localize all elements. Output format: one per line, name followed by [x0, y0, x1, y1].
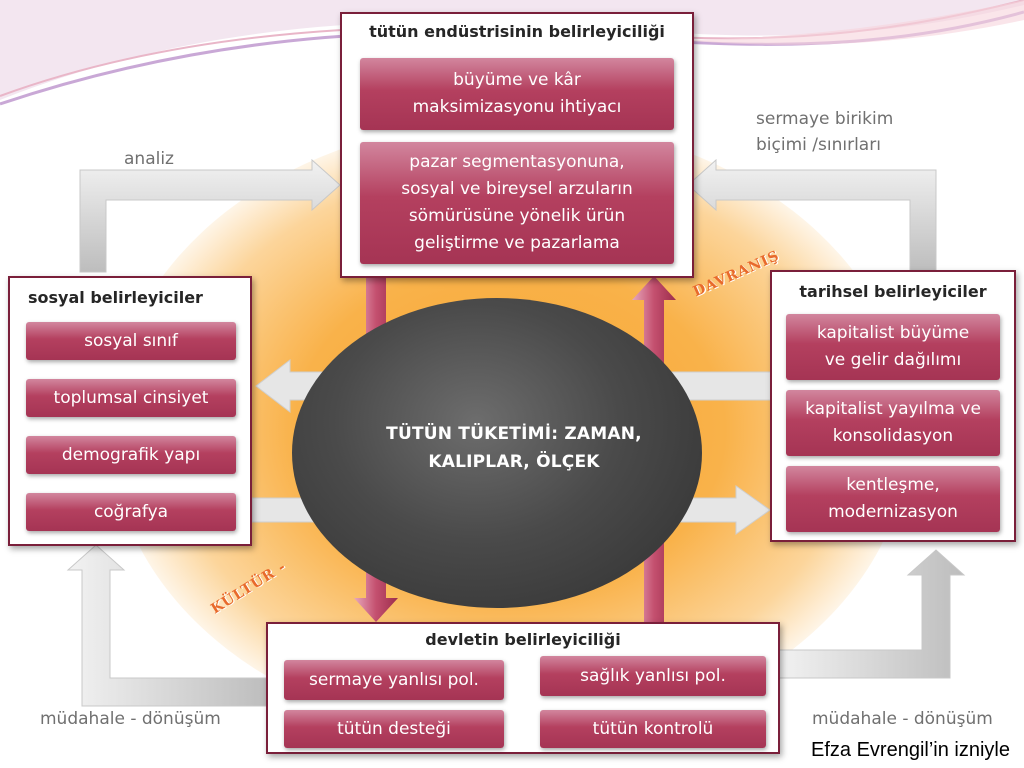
industry-item-line: sömürüsüne yönelik ürün	[408, 206, 626, 226]
center-title-line-2: KALIPLAR, ÖLÇEK	[428, 452, 600, 472]
state-item-pro-health: sağlık yanlısı pol.	[540, 656, 766, 696]
historical-item-line: kentleşme,	[846, 475, 940, 495]
label-sermaye: sermaye birikim biçimi /sınırları	[756, 106, 893, 158]
historical-panel: tarihsel belirleyiciler kapitalist büyüm…	[770, 270, 1016, 542]
industry-panel-title: tütün endüstrisinin belirleyiciliği	[369, 22, 665, 41]
state-panel-title: devletin belirleyiciliği	[425, 630, 621, 649]
industry-item-line: maksimizasyonu ihtiyacı	[412, 97, 622, 117]
mudahale-right-arrow	[777, 549, 966, 679]
historical-item-line: ve gelir dağılımı	[824, 350, 962, 370]
social-panel-title: sosyal belirleyiciler	[28, 288, 203, 307]
label-mudahale-left: müdahale - dönüşüm	[40, 709, 221, 729]
label-mudahale-right: müdahale - dönüşüm	[812, 709, 993, 729]
historical-item-urbanization: kentleşme, modernizasyon	[786, 466, 1000, 532]
label-sermaye-line-2: biçimi /sınırları	[756, 135, 881, 155]
social-panel: sosyal belirleyiciler sosyal sınıf toplu…	[8, 276, 252, 546]
historical-item-expansion: kapitalist yayılma ve konsolidasyon	[786, 390, 1000, 456]
historical-item-line: kapitalist yayılma ve	[805, 399, 981, 419]
industry-item-line: pazar segmentasyonuna,	[409, 152, 625, 172]
label-analiz: analiz	[124, 149, 174, 169]
historical-item-line: kapitalist büyüme	[816, 323, 970, 343]
state-item-tobacco-support: tütün desteği	[284, 710, 504, 748]
social-item-demography: demografik yapı	[26, 436, 236, 474]
industry-item-line: büyüme ve kâr	[453, 70, 581, 90]
historical-item-line: konsolidasyon	[832, 426, 954, 446]
center-title: TÜTÜN TÜKETİMİ: ZAMAN, KALIPLAR, ÖLÇEK	[372, 420, 656, 476]
industry-item-marketing: pazar segmentasyonuna, sosyal ve bireyse…	[360, 142, 674, 264]
mudahale-left-arrow	[66, 544, 269, 707]
social-item-geography: coğrafya	[26, 493, 236, 531]
historical-panel-title: tarihsel belirleyiciler	[799, 282, 987, 301]
industry-item-growth: büyüme ve kâr maksimizasyonu ihtiyacı	[360, 58, 674, 130]
social-item-gender: toplumsal cinsiyet	[26, 379, 236, 417]
industry-item-line: geliştirme ve pazarlama	[414, 233, 620, 253]
analiz-arrow	[79, 158, 341, 273]
central-oval	[292, 298, 702, 608]
state-item-tobacco-control: tütün kontrolü	[540, 710, 766, 748]
state-item-pro-capital: sermaye yanlısı pol.	[284, 660, 504, 700]
sermaye-arrow	[687, 158, 937, 273]
social-item-class: sosyal sınıf	[26, 322, 236, 360]
label-sermaye-line-1: sermaye birikim	[756, 109, 894, 129]
industry-item-line: sosyal ve bireysel arzuların	[401, 179, 633, 199]
historical-item-growth: kapitalist büyüme ve gelir dağılımı	[786, 314, 1000, 380]
state-panel: devletin belirleyiciliği sermaye yanlısı…	[266, 622, 780, 754]
center-title-line-1: TÜTÜN TÜKETİMİ: ZAMAN,	[386, 424, 642, 444]
industry-panel: tütün endüstrisinin belirleyiciliği büyü…	[340, 12, 694, 278]
credit-text: Efza Evrengil’in izniyle	[809, 739, 1012, 762]
historical-item-line: modernizasyon	[828, 502, 958, 522]
